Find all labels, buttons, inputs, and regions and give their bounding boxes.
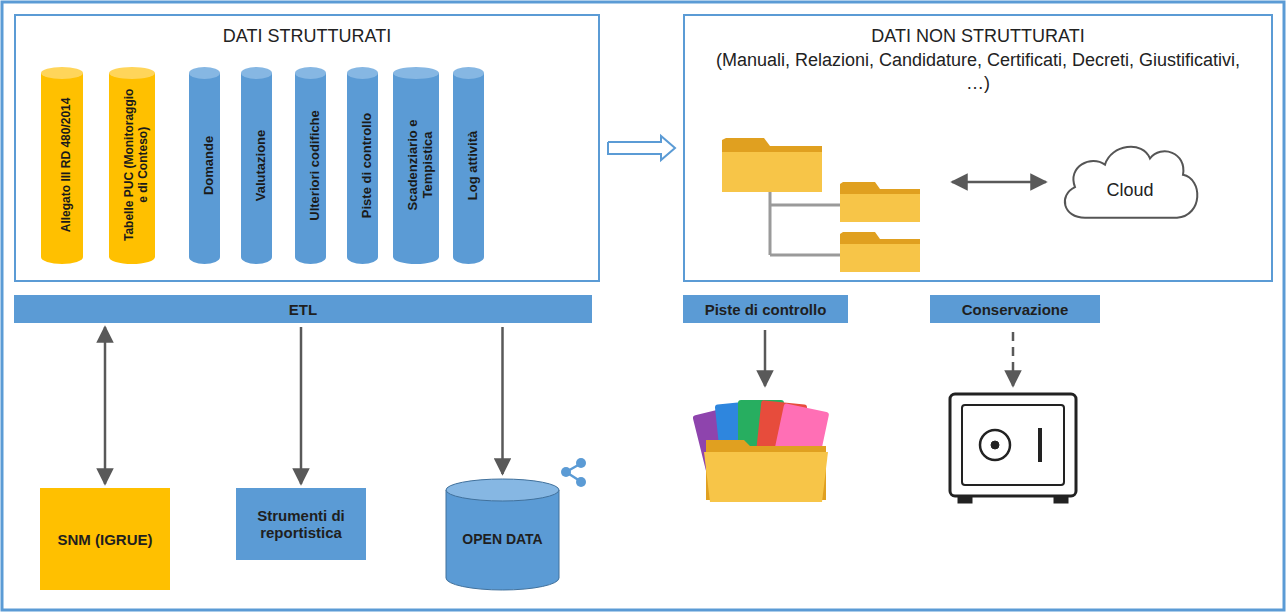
database-cylinder: Scadenziario e Tempistica xyxy=(392,66,440,264)
node-label: Log attività xyxy=(456,86,481,244)
process-bar: Conservazione xyxy=(930,295,1100,323)
connector-arrow xyxy=(501,327,504,474)
node-label: ETL xyxy=(289,301,317,318)
panel-heading: DATI NON STRUTTURATI xyxy=(685,16,1271,47)
database-cylinder: OPEN DATA xyxy=(445,478,560,590)
database-cylinder: Tabelle PUC (Monitoraggio e di Conteso) xyxy=(108,66,156,264)
database-cylinder: Valutazione xyxy=(240,66,273,264)
node-label: Scadenziario e Tempistica xyxy=(396,86,436,244)
connector-arrow xyxy=(608,136,675,160)
system-box: Strumenti di reportistica xyxy=(236,488,366,560)
node-label: Cloud xyxy=(1106,170,1153,201)
node-label: Domande xyxy=(192,86,217,244)
process-bar: Piste di controllo xyxy=(683,295,848,323)
connector-arrow xyxy=(104,327,107,484)
node-label: Valutazione xyxy=(244,86,269,244)
panel-heading: DATI STRUTTURATI xyxy=(16,16,598,47)
share-icon xyxy=(561,458,586,487)
down-arrow xyxy=(764,330,767,386)
node-label: Piste di controllo xyxy=(705,301,827,318)
node-label: Conservazione xyxy=(962,301,1069,318)
safe-icon xyxy=(950,394,1076,503)
database-cylinder: Domande xyxy=(188,66,221,264)
connector-arrow xyxy=(300,327,303,484)
binders-icon xyxy=(692,400,829,502)
node-label: SNM (IGRUE) xyxy=(58,531,153,548)
system-box: SNM (IGRUE) xyxy=(40,488,170,590)
process-bar: ETL xyxy=(14,295,592,323)
database-cylinder: Log attività xyxy=(452,66,485,264)
panel-description: (Manuali, Relazioni, Candidature, Certif… xyxy=(707,49,1249,96)
database-cylinder: Allegato III RD 480/2014 xyxy=(40,66,84,264)
cloud-shape: Cloud xyxy=(1055,136,1205,228)
database-cylinder: Ulteriori codifiche xyxy=(294,66,327,264)
node-label: Ulteriori codifiche xyxy=(298,86,323,244)
sync-arrow xyxy=(952,181,1046,184)
folder-tree-icon xyxy=(722,138,920,272)
node-label: Strumenti di reportistica xyxy=(244,507,358,541)
node-label: OPEN DATA xyxy=(462,531,542,547)
node-label: Piste di controllo xyxy=(350,86,375,244)
node-label: Tabelle PUC (Monitoraggio e di Conteso) xyxy=(113,86,151,244)
group-panel: DATI STRUTTURATI Allegato III RD 480/2014… xyxy=(14,14,600,282)
dashed-arrow xyxy=(1012,332,1015,386)
node-label: Allegato III RD 480/2014 xyxy=(50,86,74,244)
group-panel: DATI NON STRUTTURATI(Manuali, Relazioni,… xyxy=(683,14,1273,282)
database-cylinder: Piste di controllo xyxy=(346,66,379,264)
